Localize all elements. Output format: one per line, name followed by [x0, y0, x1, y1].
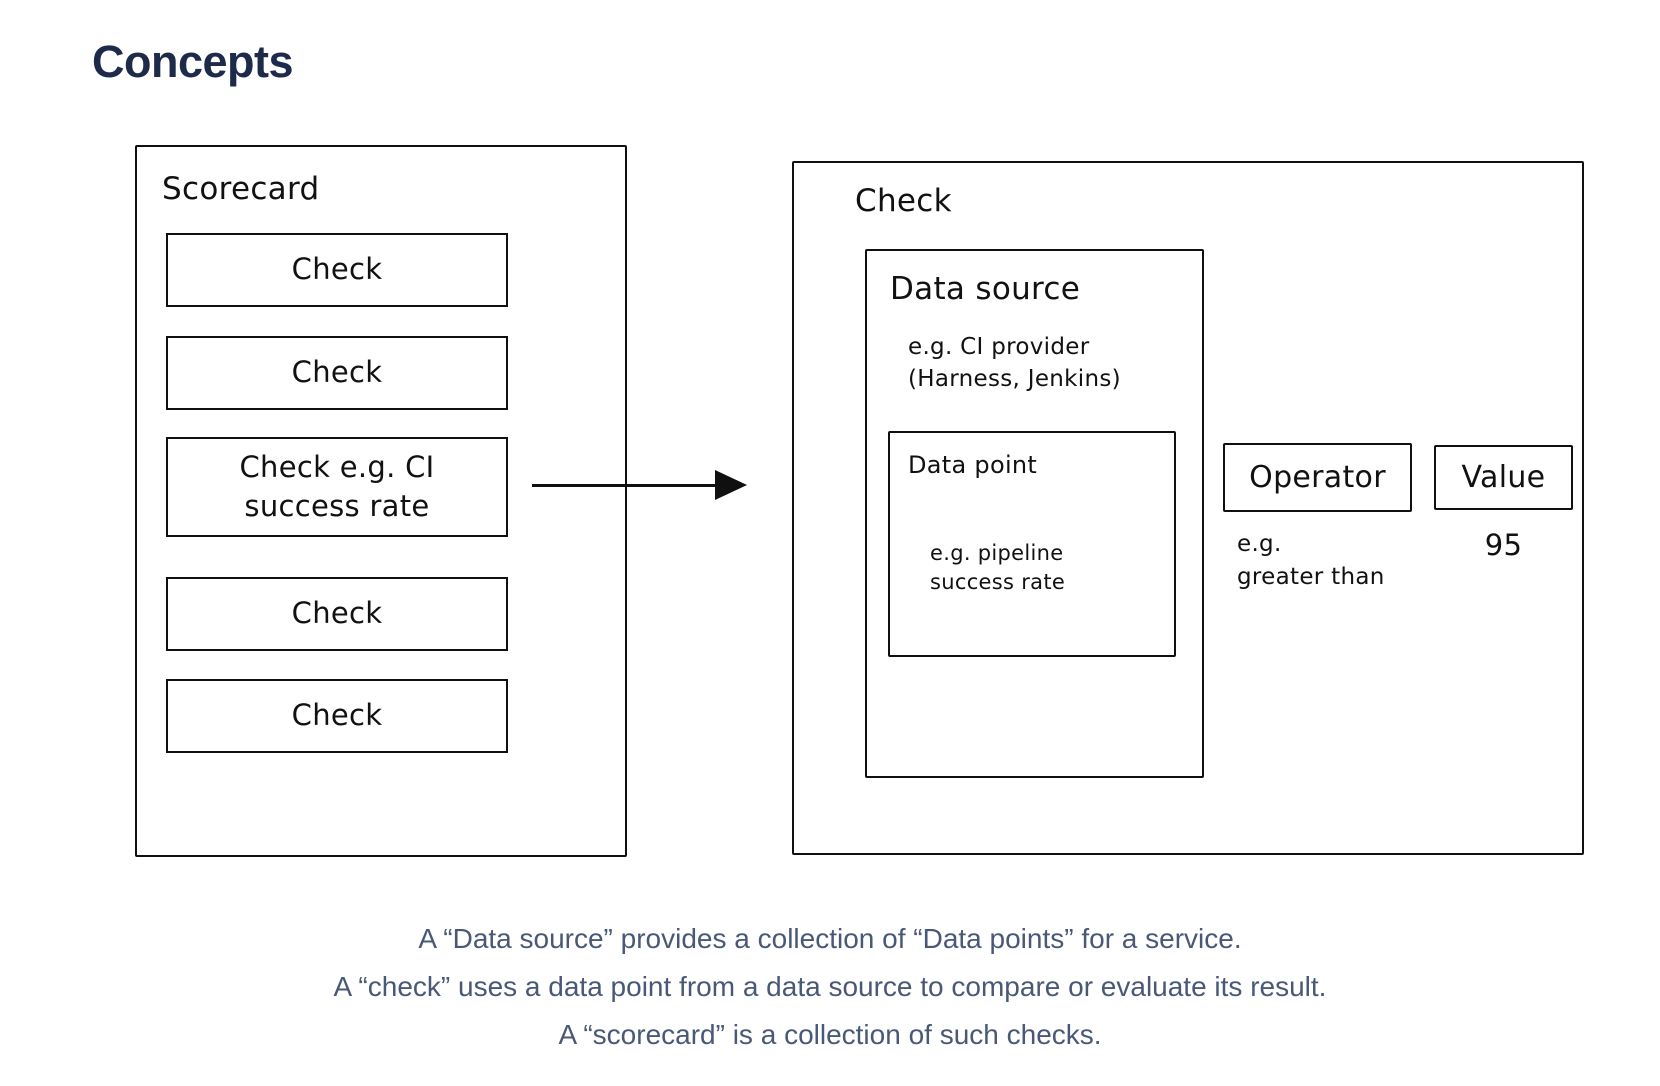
data-point-label: Data point: [908, 451, 1038, 479]
caption-line: A “check” uses a data point from a data …: [333, 971, 1327, 1002]
caption-line: A “scorecard” is a collection of such ch…: [558, 1019, 1102, 1050]
page-title: Concepts: [92, 36, 294, 88]
check-item: Check: [166, 577, 508, 651]
scorecard-label: Scorecard: [162, 171, 320, 207]
check-detail-box: Check Data source e.g. CI provider (Harn…: [792, 161, 1584, 855]
caption-line: A “Data source” provides a collection of…: [418, 923, 1242, 954]
operator-box: Operator: [1223, 443, 1412, 512]
data-point-example: e.g. pipeline success rate: [930, 541, 1066, 594]
check-item-ci-success-rate: Check e.g. CI success rate: [166, 437, 508, 537]
check-item: Check: [166, 233, 508, 307]
data-source-label: Data source: [890, 271, 1081, 307]
flow-arrow: [532, 470, 747, 500]
check-detail-label: Check: [855, 183, 952, 219]
check-item: Check: [166, 336, 508, 410]
operator-example: e.g. greater than: [1237, 531, 1385, 590]
caption: A “Data source” provides a collection of…: [0, 915, 1660, 1059]
data-point-box: Data point e.g. pipeline success rate: [888, 431, 1176, 657]
check-item: Check: [166, 679, 508, 753]
right-arrow-icon: [715, 470, 747, 500]
value-box: Value: [1434, 445, 1573, 510]
value-example: 95: [1484, 528, 1523, 562]
data-source-box: Data source e.g. CI provider (Harness, J…: [865, 249, 1204, 778]
arrow-line: [532, 484, 717, 487]
scorecard-box: Scorecard Check Check Check e.g. CI succ…: [135, 145, 627, 857]
data-source-example: e.g. CI provider (Harness, Jenkins): [908, 334, 1121, 392]
